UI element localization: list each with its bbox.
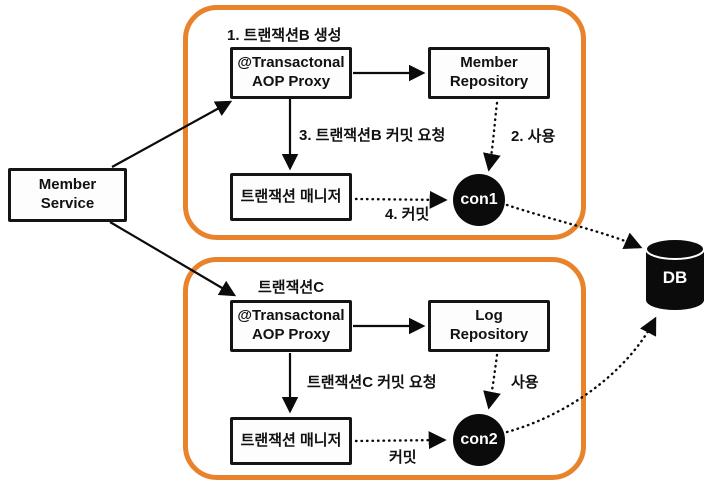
arrow-log-repository-to-con2 <box>483 353 501 410</box>
log-repository-label-line2: Repository <box>449 326 529 343</box>
label-commit-c: 커밋 <box>389 449 417 466</box>
member-service-label-line2: Service <box>40 195 95 212</box>
db-label: DB <box>662 268 688 287</box>
tx-manager-b-node: 트랜잭션 매니저 <box>230 173 352 221</box>
transaction-c-boundary <box>183 257 586 480</box>
aop-proxy-b-node: @Transactonal AOP Proxy <box>230 47 352 99</box>
database-cylinder-icon <box>645 238 705 310</box>
label-tx-c-title: 트랜잭션C <box>258 279 325 296</box>
label-use-c: 사용 <box>511 374 539 391</box>
member-repository-label-line2: Repository <box>449 73 529 90</box>
aop-proxy-b-label-line2: AOP Proxy <box>251 73 331 90</box>
tx-manager-c-label: 트랜잭션 매니저 <box>240 431 342 449</box>
connection-con2: con2 <box>453 414 505 466</box>
aop-proxy-c-label-line2: AOP Proxy <box>251 326 331 343</box>
label-tx-c-commit-request: 트랜잭션C 커밋 요청 <box>307 374 437 391</box>
label-tx-b-create: 1. 트랜잭션B 생성 <box>227 27 342 44</box>
tx-manager-c-node: 트랜잭션 매니저 <box>230 417 352 465</box>
connection-con1: con1 <box>453 174 505 226</box>
con2-label: con2 <box>460 431 498 448</box>
arrow-tx-manager-b-to-con1 <box>354 190 448 209</box>
label-tx-b-commit-request: 3. 트랜잭션B 커밋 요청 <box>299 127 446 144</box>
con1-label: con1 <box>460 191 498 208</box>
arrow-con2-to-db <box>505 316 657 434</box>
member-service-node: Member Service <box>8 168 127 222</box>
log-repository-label-line1: Log <box>475 307 503 325</box>
arrow-member-service-to-aop-b <box>111 100 233 168</box>
aop-proxy-c-node: @Transactonal AOP Proxy <box>230 300 352 352</box>
log-repository-node: Log Repository <box>428 300 550 352</box>
label-commit-b: 4. 커밋 <box>385 206 430 223</box>
transaction-b-boundary <box>183 5 586 240</box>
arrow-tx-manager-c-to-con2 <box>354 431 447 450</box>
aop-proxy-c-label-line1: @Transactonal <box>237 307 345 325</box>
arrow-member-repository-to-con1 <box>483 101 501 172</box>
member-service-label-line1: Member <box>38 176 97 194</box>
arrow-member-service-to-aop-c <box>109 221 237 297</box>
label-use-b: 2. 사용 <box>511 128 556 145</box>
tx-manager-b-label: 트랜잭션 매니저 <box>240 187 342 205</box>
member-repository-label-line1: Member <box>460 54 518 72</box>
arrow-con1-to-db <box>505 203 643 250</box>
member-repository-node: Member Repository <box>428 47 550 99</box>
aop-proxy-b-label-line1: @Transactonal <box>237 54 345 72</box>
